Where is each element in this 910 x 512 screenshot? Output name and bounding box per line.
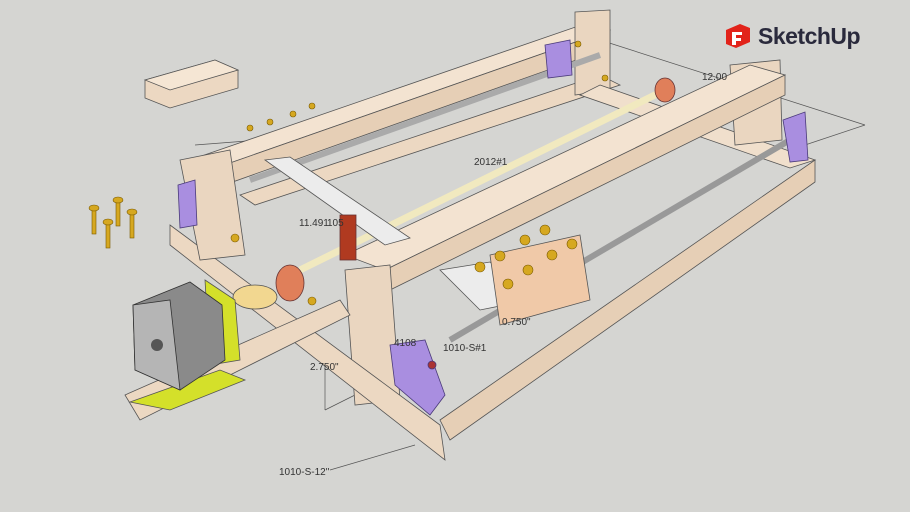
- linear-bearing-block: [143, 59, 240, 109]
- label-dim-width: 11.491: [299, 218, 329, 229]
- label-rail: 1010-S#1: [443, 343, 487, 354]
- shaft-supports: [177, 39, 809, 416]
- carriage-block: [489, 234, 591, 326]
- label-extrusion: 1010-S-12": [279, 467, 330, 478]
- label-dim-bearing: 0.750": [502, 317, 531, 328]
- stepper-motor: [128, 279, 247, 411]
- loose-bolts: [88, 196, 138, 249]
- label-support: 4108: [394, 338, 417, 349]
- label-dim-partial: 105: [327, 218, 344, 229]
- sketchup-logo-text: SketchUp: [758, 22, 861, 49]
- label-dim-height: 2.750": [310, 362, 339, 373]
- carriage-bolts: [230, 40, 609, 306]
- sketchup-logo-icon: [726, 24, 750, 48]
- shaft-coupler: [232, 284, 278, 310]
- label-dim-length: 12.00: [702, 72, 728, 83]
- label-rod: 2012#1: [474, 157, 508, 168]
- frame-extrusion-back: [188, 9, 622, 206]
- sketchup-logo: SketchUp: [724, 22, 861, 50]
- bearings: [275, 77, 676, 302]
